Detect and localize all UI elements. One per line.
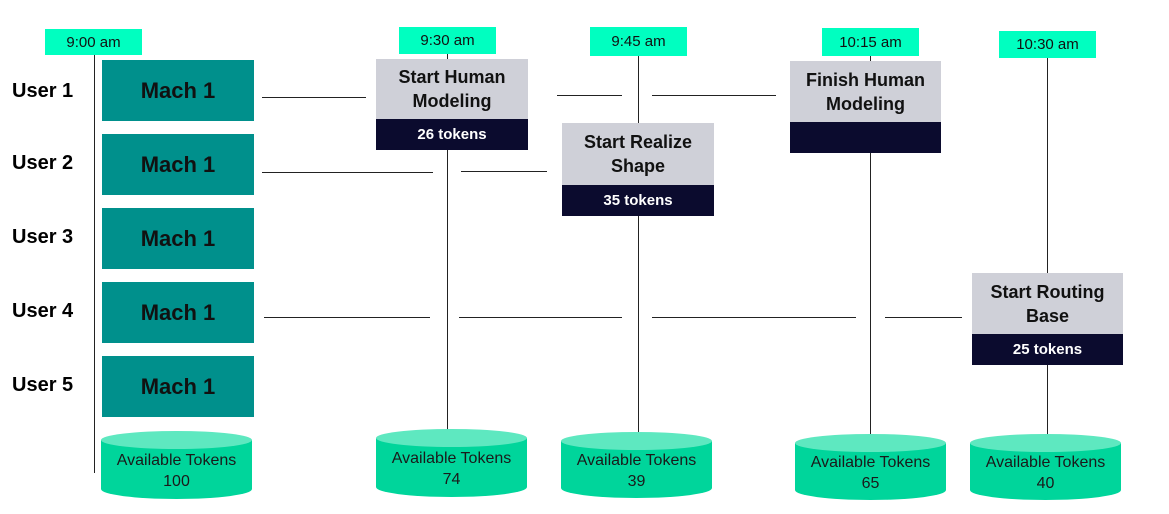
cylinder-top: [101, 431, 252, 449]
user-label-3: User 3: [12, 226, 74, 248]
connector-user2-a: [262, 172, 433, 173]
connector-user1-b: [557, 95, 622, 96]
pool-label: Available Tokens 100: [101, 450, 252, 492]
user-label-1: User 1: [12, 80, 74, 102]
token-count: 26 tokens: [417, 126, 487, 143]
pool-title: Available Tokens: [116, 452, 237, 469]
connector-user4-a: [264, 317, 430, 318]
pool-title: Available Tokens: [576, 452, 697, 469]
machine-label: Mach 1: [140, 77, 216, 103]
task-title-line2: Modeling: [412, 91, 492, 111]
time-label: 9:45 am: [611, 33, 666, 50]
task-title-line2: Modeling: [826, 93, 905, 114]
task-title-line1: Start Human: [398, 67, 506, 87]
time-label: 10:15 am: [839, 33, 902, 51]
task-title: Start Human Modeling: [376, 59, 528, 119]
time-tag-1015: 10:15 am: [822, 28, 919, 56]
time-tag-1030: 10:30 am: [999, 31, 1096, 58]
machine-box-user1: Mach 1: [102, 60, 254, 121]
cylinder-body: [561, 441, 712, 498]
token-pool-1015: Available Tokens 65: [795, 434, 946, 500]
pool-title: Available Tokens: [985, 454, 1106, 471]
connector-user4-b: [459, 317, 622, 318]
token-pool-1030: Available Tokens 40: [970, 434, 1121, 500]
cylinder-top: [561, 432, 712, 450]
task-title-line1: Start Realize: [583, 132, 693, 152]
timeline-1030: [1047, 58, 1048, 437]
connector-user4-c: [652, 317, 856, 318]
task-tokens: 26 tokens: [376, 119, 528, 150]
user-label-4: User 4: [12, 300, 74, 322]
task-tokens: [790, 122, 941, 153]
cylinder-top: [376, 429, 527, 447]
task-title-line1: Start Routing: [990, 281, 1105, 302]
machine-box-user2: Mach 1: [102, 134, 254, 195]
task-start-human-modeling: Start Human Modeling 26 tokens: [376, 59, 528, 150]
task-title: Start Routing Base: [972, 273, 1123, 334]
token-count: 35 tokens: [603, 192, 673, 209]
connector-user2-b: [461, 171, 547, 172]
pool-label: Available Tokens 40: [970, 452, 1121, 494]
machine-box-user3: Mach 1: [102, 208, 254, 269]
cylinder-body: [795, 443, 946, 500]
task-tokens: 35 tokens: [562, 185, 714, 216]
pool-value: 65: [861, 475, 880, 492]
cylinder-top: [970, 434, 1121, 452]
connector-user1-c: [652, 95, 776, 96]
time-label: 9:30 am: [420, 32, 475, 49]
time-label: 10:30 am: [1016, 36, 1079, 53]
task-title-line2: Base: [1025, 305, 1070, 326]
time-tag-0930: 9:30 am: [399, 27, 496, 54]
token-pool-0900: Available Tokens 100: [101, 431, 252, 499]
task-start-realize-shape: Start Realize Shape 35 tokens: [562, 123, 714, 216]
task-tokens: 25 tokens: [972, 334, 1123, 365]
task-title-line1: Finish Human: [805, 69, 925, 90]
connector-user4-d: [885, 317, 962, 318]
pool-label: Available Tokens 65: [795, 452, 946, 494]
time-tag-0945: 9:45 am: [590, 27, 687, 56]
machine-box-user4: Mach 1: [102, 282, 254, 343]
timeline-0930: [447, 54, 448, 432]
pool-value: 39: [627, 473, 646, 490]
connector-user1-a: [262, 97, 366, 98]
machine-label: Mach 1: [140, 225, 216, 251]
pool-value: 100: [163, 473, 190, 490]
time-label: 9:00 am: [66, 33, 121, 51]
pool-title: Available Tokens: [391, 450, 512, 467]
cylinder-body: [101, 440, 252, 499]
pool-title: Available Tokens: [810, 454, 931, 471]
cylinder-top: [795, 434, 946, 452]
task-title: Finish Human Modeling: [790, 61, 941, 122]
machine-label: Mach 1: [140, 299, 216, 325]
timeline-0945: [638, 56, 639, 435]
task-title: Start Realize Shape: [562, 123, 714, 185]
machine-label: Mach 1: [140, 373, 216, 399]
user-label-5: User 5: [12, 374, 74, 396]
pool-label: Available Tokens 74: [376, 448, 527, 490]
pool-value: 74: [442, 471, 461, 488]
cylinder-body: [970, 443, 1121, 500]
task-start-routing-base: Start Routing Base 25 tokens: [972, 273, 1123, 365]
machine-label: Mach 1: [140, 151, 216, 177]
token-pool-0945: Available Tokens 39: [561, 432, 712, 498]
task-title-line2: Shape: [610, 156, 666, 176]
user-label-2: User 2: [12, 152, 74, 174]
token-count: 25 tokens: [1012, 341, 1083, 358]
cylinder-body: [376, 438, 527, 497]
machine-box-user5: Mach 1: [102, 356, 254, 417]
task-finish-human-modeling: Finish Human Modeling: [790, 61, 941, 153]
pool-value: 40: [1036, 475, 1055, 492]
timeline-0900: [94, 55, 95, 473]
time-tag-0900: 9:00 am: [45, 29, 142, 55]
pool-label: Available Tokens 39: [561, 450, 712, 492]
token-pool-0930: Available Tokens 74: [376, 429, 527, 497]
timeline-1015: [870, 56, 871, 437]
